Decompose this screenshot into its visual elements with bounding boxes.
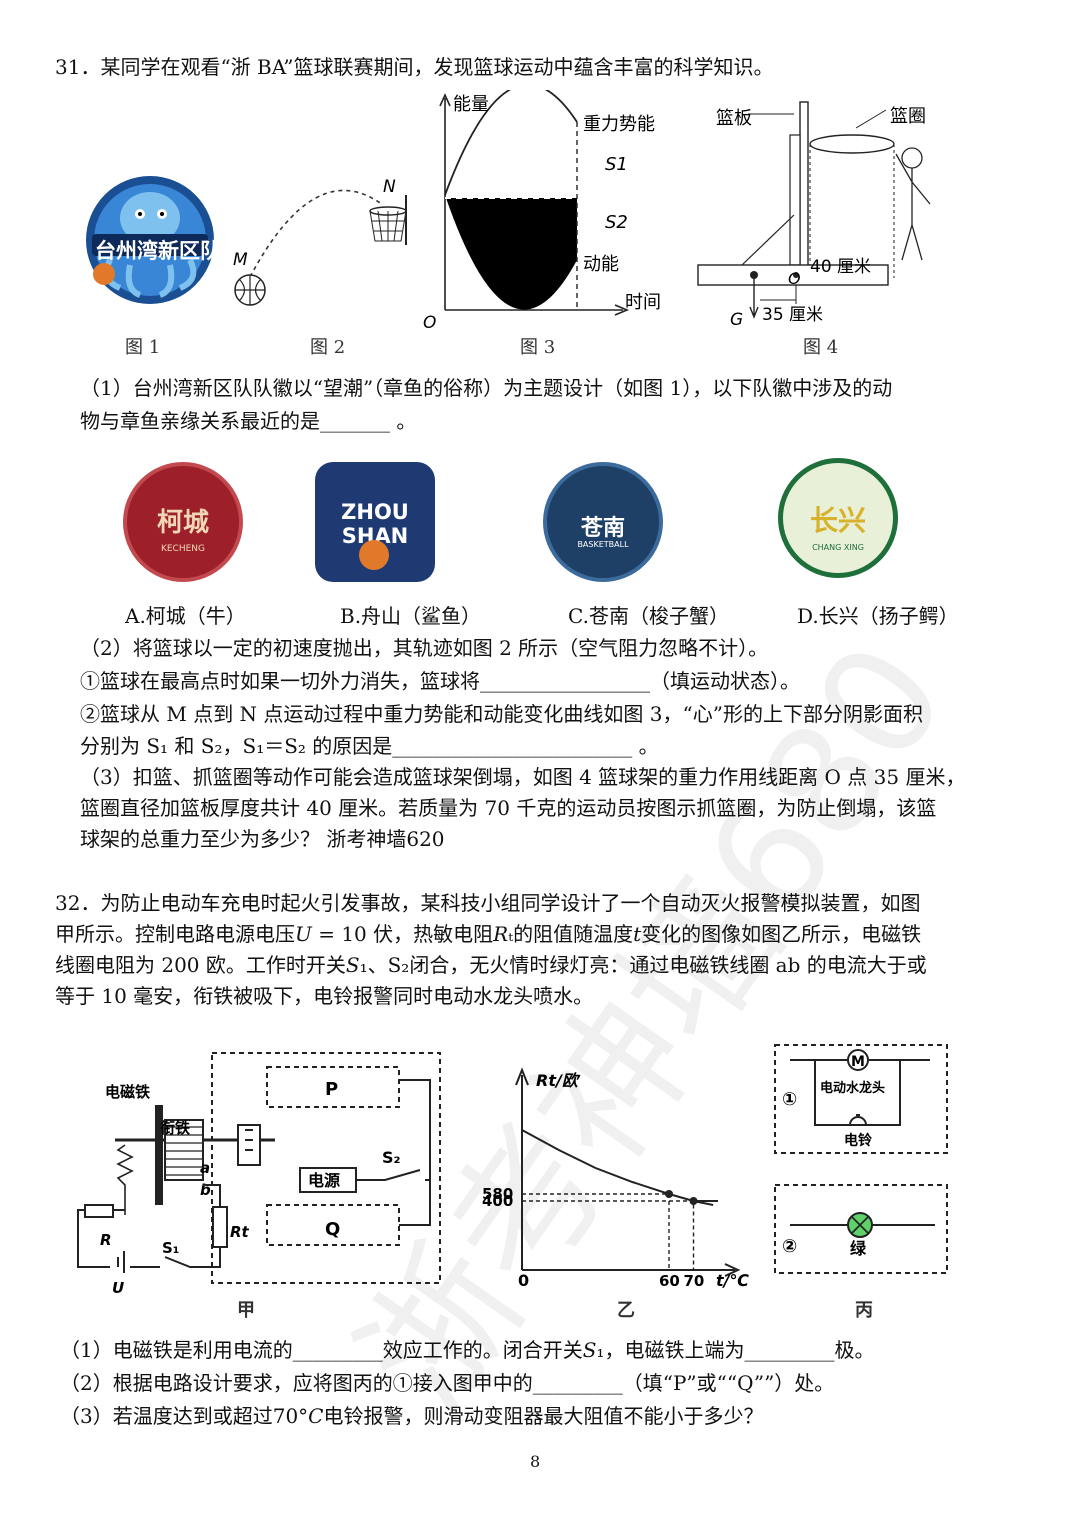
- yi-origin: 0: [518, 1271, 529, 1290]
- fig4-caption: 图 4: [803, 337, 839, 358]
- electromagnet-label: 电磁铁: [105, 1083, 150, 1101]
- fig4-dist40: 40 厘米: [810, 257, 871, 277]
- x-tick-label: 60: [659, 1272, 680, 1290]
- logo-cangnan: 苍南 BASKETBALL: [543, 462, 663, 582]
- logo-zhoushan: ZHOU SHAN: [315, 462, 435, 582]
- rt-label: Rt: [230, 1223, 250, 1241]
- guide-line: [522, 1200, 695, 1270]
- fig2-label-n: N: [383, 177, 396, 197]
- logo-changxing: 长兴 CHANG XING: [778, 458, 898, 578]
- point-b: b: [200, 1181, 211, 1199]
- fig3-curve-ke: 动能: [583, 254, 619, 275]
- circuit-1-label: ①: [782, 1089, 797, 1110]
- q31-p2b-line1: ②篮球从 M 点到 N 点运动过程中重力势能和动能变化曲线如图 3，“心”形的上…: [80, 702, 923, 726]
- q32-intro4: 等于 10 毫安，衔铁被吸下，电铃报警同时电动水龙头喷水。: [55, 984, 594, 1008]
- armature-label: 衔铁: [160, 1119, 190, 1137]
- fig3-ylabel: 能量: [453, 94, 489, 115]
- fig3-xlabel: 时间: [625, 292, 661, 313]
- q31-intro: 31．某同学在观看“浙 BA”篮球联赛期间，发现篮球运动中蕴含丰富的科学知识。: [55, 55, 774, 79]
- motor-label: M: [851, 1054, 865, 1070]
- fig-bing-caption: 丙: [855, 1300, 873, 1321]
- page-number: 8: [530, 1452, 541, 1471]
- fig-yi-chart: Rt/欧 t/℃ 0 580 60 400 70: [480, 1060, 770, 1300]
- guide-line: [522, 1193, 670, 1270]
- fig3-origin: O: [423, 313, 436, 333]
- option-a: A.柯城（牛）: [125, 604, 246, 628]
- box-q-label: Q: [325, 1219, 340, 1240]
- faucet-label: 电动水龙头: [820, 1080, 885, 1096]
- logo-kecheng: 柯城 KECHENG: [123, 462, 243, 582]
- fig3-s2: S2: [605, 212, 628, 233]
- green-label: 绿: [850, 1239, 867, 1258]
- q31-p3-line1: （3）扣篮、抓篮圈等动作可能会造成篮球架倒塌，如图 4 篮球架的重力作用线距离 …: [80, 765, 966, 789]
- y-tick-label: 400: [482, 1192, 513, 1210]
- s2-label: S₂: [382, 1148, 401, 1167]
- power-label: 电源: [308, 1171, 340, 1190]
- bell-icon: [848, 1114, 868, 1126]
- fig-jia-caption: 甲: [237, 1300, 255, 1321]
- fig1-logo-text: 台州湾新区队: [95, 239, 221, 263]
- fig1-caption: 图 1: [125, 337, 161, 358]
- q31-p3-line3: 球架的总重力至少为多少？ 浙考神墙620: [80, 827, 445, 851]
- q31-p2b-line2: 分别为 S₁ 和 S₂，S₁＝S₂ 的原因是__________________…: [80, 734, 659, 758]
- fig1-team-logo: [80, 170, 220, 310]
- fig4-point-g: G: [730, 310, 743, 330]
- fig-jia-circuit: P Q 电源 S₂ 电磁铁 衔铁 a b Rt R S₁ U: [70, 1045, 450, 1305]
- y-tick-label: 580: [482, 1185, 513, 1203]
- r-label: R: [100, 1231, 112, 1249]
- q31-p3-line2: 篮圈直径加篮板厚度共计 40 厘米。若质量为 70 千克的运动员按图示抓篮圈，为…: [80, 796, 937, 820]
- option-c: C.苍南（梭子蟹）: [568, 604, 729, 628]
- q31-p2: （2）将篮球以一定的初速度抛出，其轨迹如图 2 所示（空气阻力忽略不计）。: [80, 636, 769, 660]
- fig3-curve-pe: 重力势能: [583, 114, 655, 135]
- fig2-trajectory: M N: [225, 165, 425, 315]
- yi-ylabel: Rt/欧: [536, 1071, 581, 1090]
- data-point: [665, 1190, 673, 1198]
- fig-bing-circuits: M 电动水龙头 电铃 ① 绿 ②: [770, 1040, 955, 1290]
- option-d: D.长兴（扬子鳄）: [797, 604, 959, 628]
- fig4-backboard-label: 篮板: [716, 108, 752, 129]
- bell-label: 电铃: [844, 1132, 872, 1149]
- fig3-energy-graph: 能量 重力势能 S1 S2 动能 时间 O: [415, 83, 695, 335]
- q32-intro3: 线圈电阻为 200 欧。工作时开关𝑆₁、S₂闭合，无火情时绿灯亮：通过电磁铁线圈…: [55, 953, 927, 977]
- fig3-caption: 图 3: [520, 337, 556, 358]
- fig-yi-caption: 乙: [617, 1300, 635, 1321]
- fig3-s1: S1: [605, 154, 628, 175]
- option-b: B.舟山（鲨鱼）: [340, 604, 482, 628]
- q32-q2: （2）根据电路设计要求，应将图丙的①接入图甲中的_________（填“P”或“…: [60, 1371, 835, 1395]
- q32-q3: （3）若温度达到或超过70°𝐶电铃报警，则滑动变阻器最大阻值不能小于多少？: [60, 1404, 764, 1428]
- q32-q1: （1）电磁铁是利用电流的_________效应工作的。闭合开关𝑆₁，电磁铁上端为…: [60, 1338, 875, 1362]
- fig4-point-o: O: [788, 269, 801, 288]
- x-tick-label: 70: [684, 1272, 705, 1290]
- q31-p1-line1: （1）台州湾新区队队徽以“望潮”（章鱼的俗称）为主题设计（如图 1），以下队徽中…: [80, 376, 893, 400]
- fig2-label-m: M: [233, 250, 248, 270]
- q31-p2a: ①篮球在最高点时如果一切外力消失，篮球将_________________（填运…: [80, 669, 800, 693]
- q32-intro2: 甲所示。控制电路电源电压𝑈 = 10 伏，热敏电阻𝑅ₜ的阻值随温度𝑡变化的图像如…: [55, 922, 922, 946]
- fig4-hoop-label: 篮圈: [890, 106, 926, 127]
- q31-p1-line2: 物与章鱼亲缘关系最近的是_______ 。: [80, 409, 417, 433]
- box-p-label: P: [325, 1079, 338, 1100]
- s1-label: S₁: [162, 1239, 179, 1257]
- motor-icon: [847, 1049, 869, 1071]
- yi-xlabel: t/℃: [716, 1271, 749, 1290]
- u-label: U: [112, 1279, 124, 1297]
- fig4-basketball-stand: 篮板 篮圈 40 厘米 O G 35 厘米: [690, 90, 970, 335]
- point-a: a: [200, 1159, 210, 1177]
- fig4-dist35: 35 厘米: [762, 305, 823, 325]
- circuit-2-label: ②: [782, 1236, 797, 1257]
- q32-intro1: 32．为防止电动车充电时起火引发事故，某科技小组同学设计了一个自动灭火报警模拟装…: [55, 891, 921, 915]
- fig2-caption: 图 2: [310, 337, 346, 358]
